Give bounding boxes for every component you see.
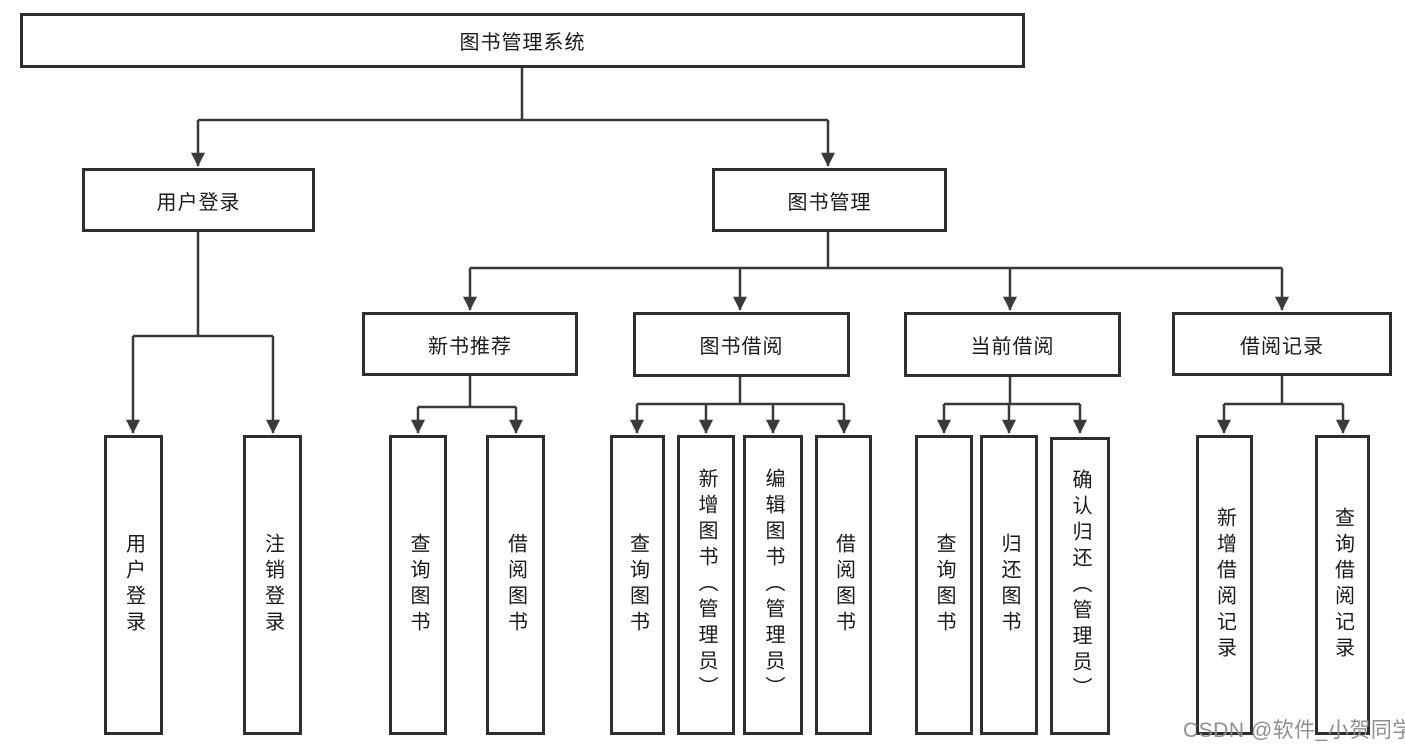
node-new-book-recommend: 新书推荐 [362, 312, 578, 376]
leaf-logout-login: 注销登录 [243, 435, 302, 735]
leaf-query-books-recommend: 查询图书 [389, 435, 447, 735]
csdn-watermark: CSDN @软件_小贺同学 [1183, 719, 1405, 742]
leaf-edit-books-admin: 编辑图书（管理员） [743, 435, 803, 735]
node-book-management: 图书管理 [712, 168, 947, 232]
leaf-return-books: 归还图书 [980, 435, 1038, 735]
leaf-query-borrow-record: 查询借阅记录 [1315, 435, 1370, 735]
leaf-add-borrow-record: 新增借阅记录 [1196, 435, 1253, 735]
node-borrow-records: 借阅记录 [1172, 312, 1392, 376]
leaf-borrow-books-recommend: 借阅图书 [486, 435, 545, 735]
node-user-login: 用户登录 [82, 168, 315, 232]
leaf-query-books-borrow: 查询图书 [610, 435, 665, 735]
leaf-add-books-admin: 新增图书（管理员） [677, 435, 735, 735]
node-book-borrow: 图书借阅 [633, 312, 850, 377]
leaf-confirm-return-admin: 确认归还（管理员） [1050, 437, 1110, 735]
leaf-borrow-books: 借阅图书 [815, 435, 872, 735]
leaf-query-books-current: 查询图书 [915, 435, 973, 735]
node-library-management-system: 图书管理系统 [20, 13, 1025, 68]
node-current-borrow: 当前借阅 [904, 312, 1121, 377]
leaf-user-login: 用户登录 [104, 435, 163, 735]
